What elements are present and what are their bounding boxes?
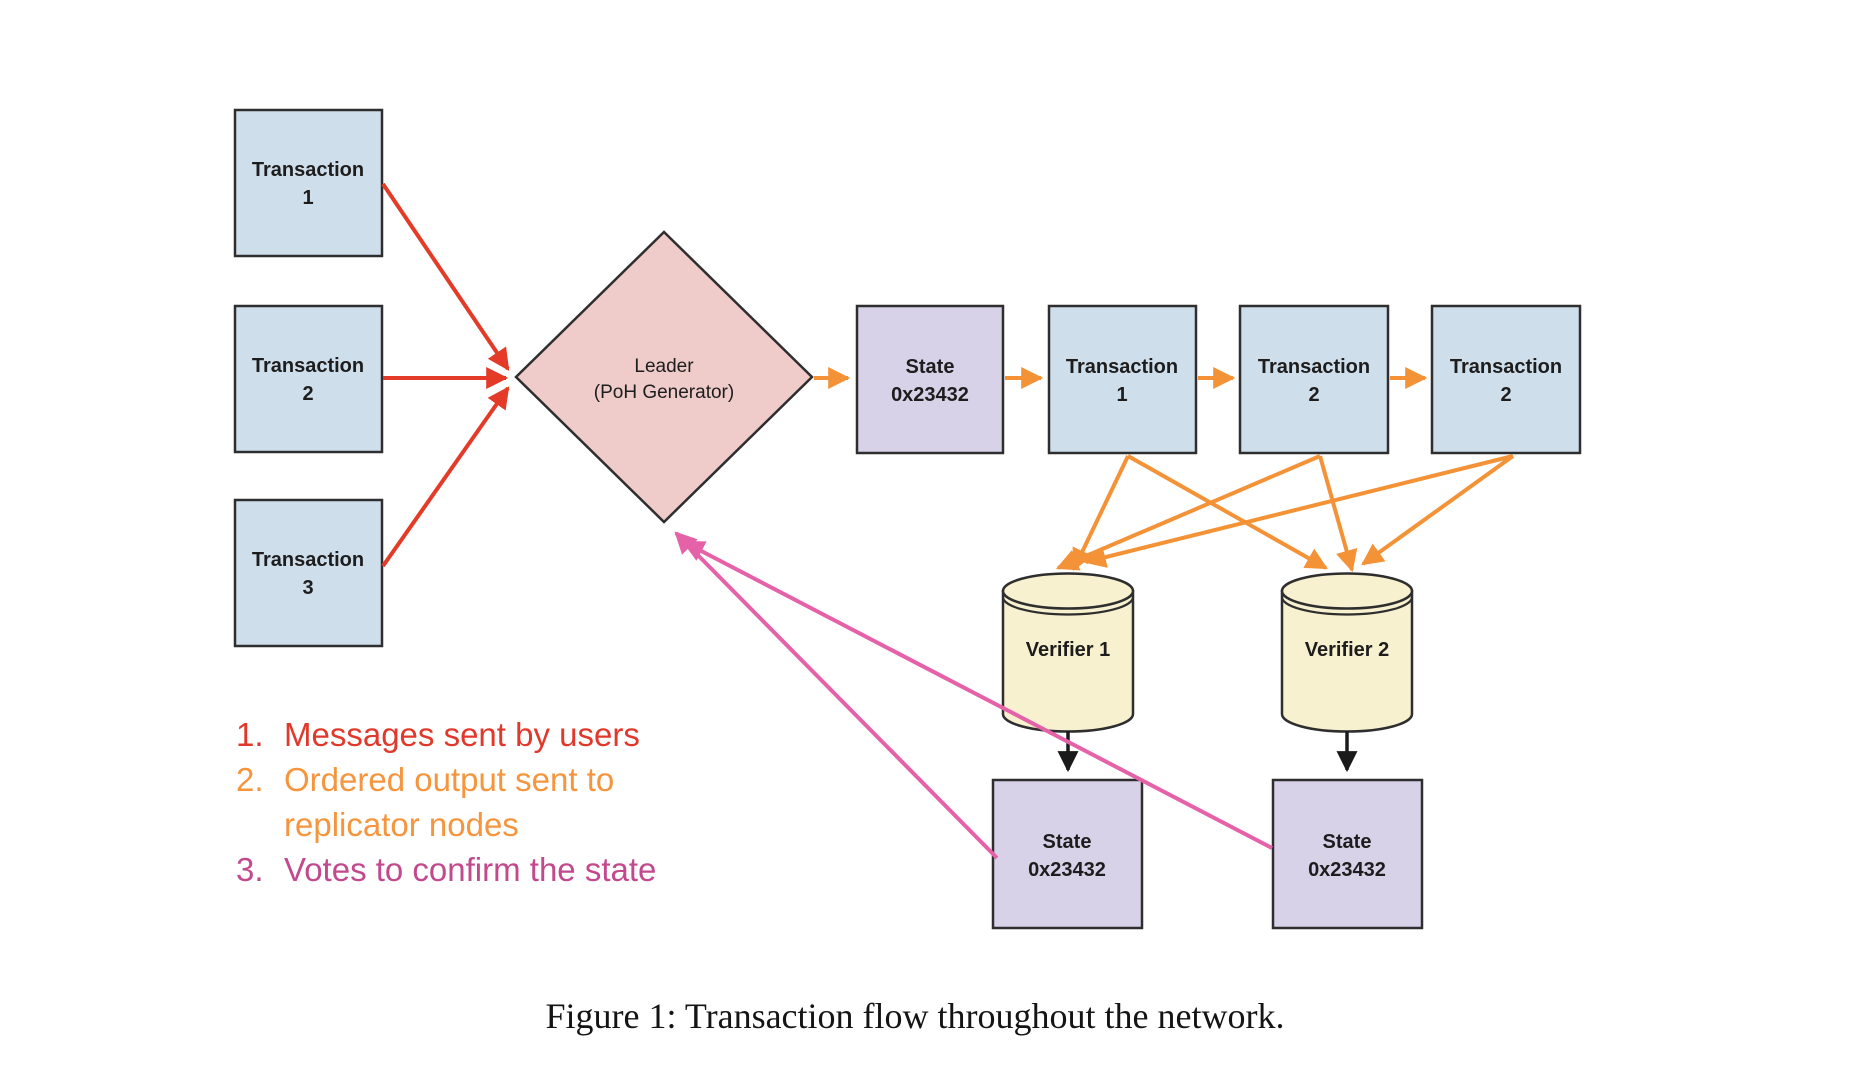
node-ordered-transaction-1 <box>1047 304 1198 455</box>
node-ordered-transaction-1-label: Transaction <box>1066 356 1178 378</box>
node-verifier-2-label: Verifier 2 <box>1305 639 1390 661</box>
node-state-initial <box>855 304 1005 455</box>
legend: 1. Messages sent by users 2. Ordered out… <box>236 712 656 892</box>
verifier-2-body <box>1280 589 1414 733</box>
node-user-transaction-1 <box>233 108 384 258</box>
node-leader-diamond <box>514 230 814 524</box>
node-verifier-2-cylinder: Verifier 2 <box>1280 572 1414 733</box>
legend-number: 2. <box>236 761 264 798</box>
arrow-state2-vote-to-leader <box>682 540 1273 850</box>
figure-caption: Figure 1: Transaction flow throughout th… <box>545 996 1285 1036</box>
node-user-transaction-3 <box>233 498 384 648</box>
node-ordered-transaction-3-number: 2 <box>1500 384 1511 406</box>
verifier-2-top <box>1280 572 1414 610</box>
legend-label-line1: Ordered output sent to <box>284 761 615 798</box>
node-state-initial-label: State <box>906 356 955 378</box>
legend-item-votes: 3. Votes to confirm the state <box>236 847 656 892</box>
legend-item-ordered-output: 2. Ordered output sent to replicator node… <box>236 757 656 847</box>
arrow-user-tx3-to-leader <box>381 386 510 568</box>
node-ordered-transaction-3 <box>1430 304 1582 455</box>
node-user-transaction-1-number: 1 <box>302 187 313 209</box>
node-user-transaction-3-label: Transaction <box>252 549 364 571</box>
node-ordered-transaction-3-label: Transaction <box>1450 356 1562 378</box>
node-verifier-state-2-hash: 0x23432 <box>1308 859 1386 881</box>
node-verifier-1-cylinder: Verifier 1 <box>1001 572 1135 733</box>
node-user-transaction-2-label: Transaction <box>252 355 364 377</box>
node-ordered-transaction-2-label: Transaction <box>1258 356 1370 378</box>
node-user-transaction-2-number: 2 <box>302 383 313 405</box>
arrow-tx3-to-verifier1 <box>1083 454 1514 568</box>
node-user-transaction-1-label: Transaction <box>252 159 364 181</box>
legend-label: Messages sent by users <box>284 716 640 753</box>
node-user-transaction-3-number: 3 <box>302 577 313 599</box>
verifier-1-body <box>1001 589 1135 733</box>
legend-label: Votes to confirm the state <box>284 851 657 888</box>
legend-number: 1. <box>236 716 264 753</box>
node-leader-sublabel: (PoH Generator) <box>594 382 734 403</box>
arrow-tx1-to-verifier2 <box>1127 454 1328 570</box>
verifier-1-top <box>1001 572 1135 610</box>
node-ordered-transaction-2-number: 2 <box>1308 384 1319 406</box>
node-ordered-transaction-1-number: 1 <box>1116 384 1127 406</box>
arrow-user-tx1-to-leader <box>381 182 510 371</box>
node-leader-label: Leader <box>634 356 694 377</box>
legend-number: 3. <box>236 851 264 888</box>
node-verifier-state-1 <box>991 778 1144 930</box>
node-verifier-state-2-label: State <box>1323 831 1372 853</box>
node-state-initial-hash: 0x23432 <box>891 384 969 406</box>
verifier-2-lid-line <box>1280 596 1414 616</box>
node-verifier-1-label: Verifier 1 <box>1026 639 1111 661</box>
node-verifier-state-1-label: State <box>1043 831 1092 853</box>
node-verifier-state-1-hash: 0x23432 <box>1028 859 1106 881</box>
legend-item-messages: 1. Messages sent by users <box>236 712 656 757</box>
legend-label: Ordered output sent to replicator nodes <box>284 757 614 847</box>
arrow-state1-vote-to-leader <box>674 531 999 860</box>
node-ordered-transaction-2 <box>1238 304 1390 455</box>
arrow-tx2-to-verifier2 <box>1318 455 1358 573</box>
verifier-1-lid-line <box>1001 596 1135 616</box>
arrow-tx1-to-verifier1 <box>1072 455 1130 571</box>
arrow-tx3-to-verifier2 <box>1361 454 1515 566</box>
node-user-transaction-2 <box>233 304 384 454</box>
node-verifier-state-2 <box>1271 778 1424 930</box>
legend-label-line2: replicator nodes <box>284 806 519 843</box>
